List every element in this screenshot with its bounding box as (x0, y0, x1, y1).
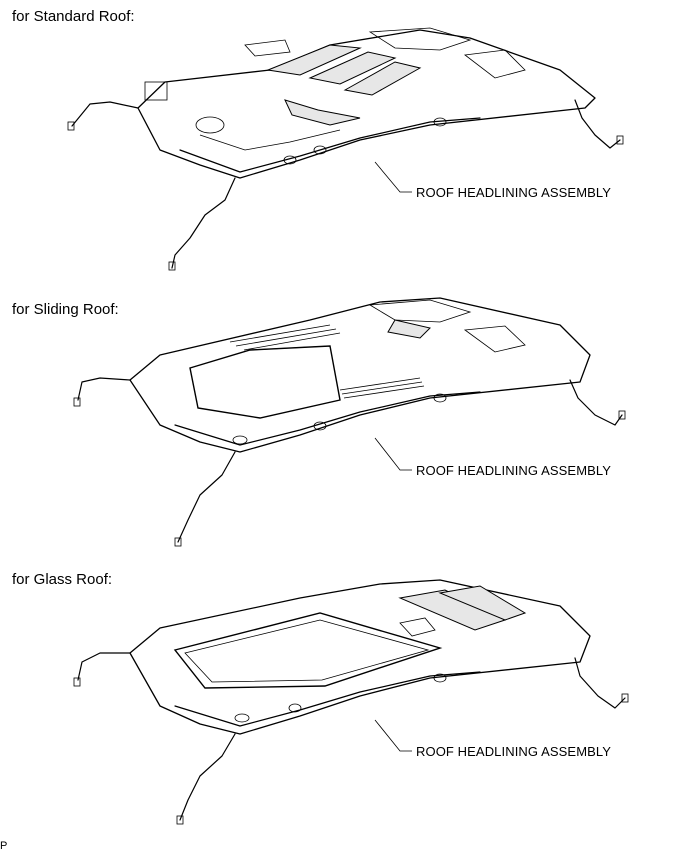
part-callout-label: ROOF HEADLINING ASSEMBLY (416, 463, 612, 478)
roof-headlining-illustration (73, 297, 626, 547)
section-sliding-roof: for Sliding Roof: ROOF HEADLINING ASSEMB… (0, 280, 690, 558)
figure-code: P (0, 840, 8, 852)
roof-headlining-illustration (73, 579, 629, 825)
section-standard-roof: for Standard Roof: ROOF HEADLINING ASSEM… (0, 0, 690, 280)
section-title: for Standard Roof: (12, 8, 135, 25)
section-title: for Sliding Roof: (12, 301, 119, 318)
roof-headlining-illustration (67, 27, 624, 271)
section-title: for Glass Roof: (12, 571, 113, 588)
part-callout-label: ROOF HEADLINING ASSEMBLY (416, 185, 612, 200)
part-callout-label: ROOF HEADLINING ASSEMBLY (416, 744, 612, 759)
section-glass-roof: for Glass Roof: ROOF HEADLINING ASSEMBLY (0, 558, 690, 838)
